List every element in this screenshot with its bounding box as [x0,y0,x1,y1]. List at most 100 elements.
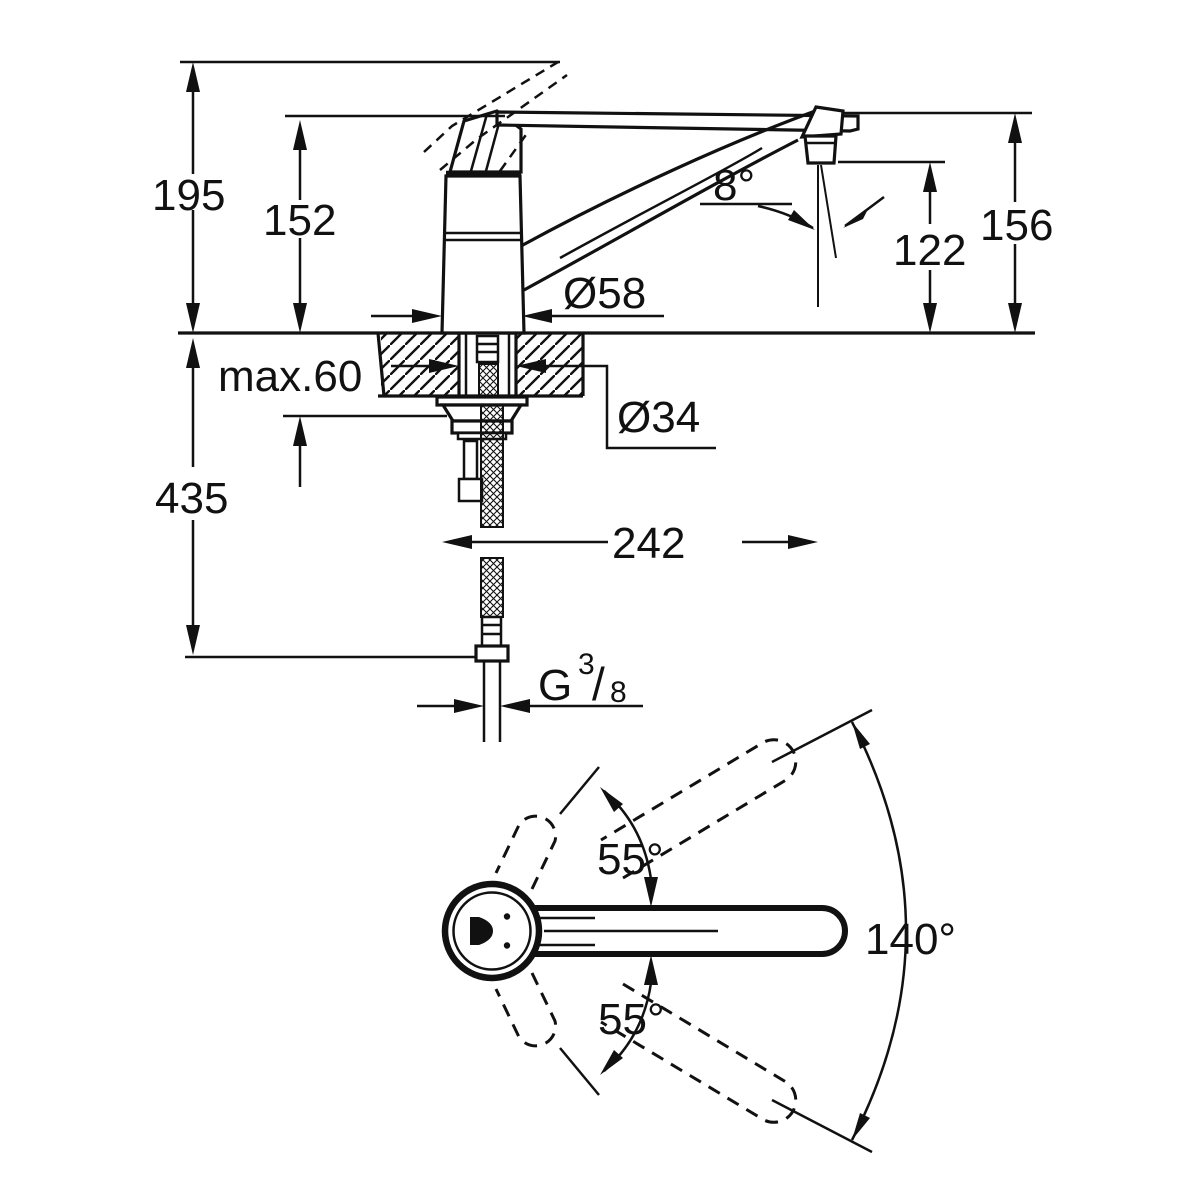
dim-55-upper: 55° [559,766,664,907]
arrow-max60 [293,416,307,446]
arrow-55-upper-in [644,877,658,907]
dim-435: 435 [155,338,476,659]
body-inner-ring [452,891,532,971]
cartridge-marker [470,917,493,945]
arrow-8deg-right [843,207,869,228]
arrow-435-top [186,338,200,368]
threaded-stud [475,334,500,364]
label-d34: Ø34 [617,393,700,442]
handle-raised-ghost [423,60,568,172]
arrow-55-lower-in [644,955,658,985]
arrow-g38-right [500,699,530,713]
arrow-d34-left [429,359,459,373]
arrow-195-bottom [186,303,200,333]
label-g38-den: 8 [610,676,627,709]
arrow-d58-left [412,309,442,323]
arrow-156-bottom [1008,303,1022,333]
label-152: 152 [263,196,336,245]
label-g38-num: 3 [578,648,595,681]
arrow-8deg-left [788,210,815,230]
label-g38-slash: / [592,658,605,710]
label-140: 140° [865,915,956,964]
detail-dot-upper [503,913,511,920]
ghost-spout-lower-left [494,972,558,1048]
arrow-242-left [442,535,472,549]
body-circle-top-view [441,880,718,982]
under-counter-assembly [435,334,529,742]
connection-nut [474,644,510,663]
spout-top-curve [520,108,819,248]
detail-dot-lower [503,942,511,949]
d34-leader [546,364,716,450]
water-stream [817,164,837,307]
hose-in-shank [478,363,499,398]
label-55-lower: 55° [598,995,665,1044]
arrow-195-top [186,62,200,92]
ghost-lever-lower-edge [439,73,568,171]
arrow-d34-right [516,359,546,373]
label-d58: Ø58 [563,269,646,318]
arrow-242-right [788,535,818,549]
faucet-body [440,170,526,335]
spout-bottom-curve [523,138,799,292]
flex-hose-upper [480,404,504,528]
spout [520,105,845,292]
dim-195: 195 [152,60,560,333]
ghost-spout-upper-left [494,814,558,890]
arrow-156-top [1008,113,1022,143]
spout-inner-line [559,146,763,260]
label-435: 435 [155,474,228,523]
dim-140: 140° [771,708,956,1154]
label-242: 242 [612,519,685,568]
dim-d34: Ø34 [391,359,716,450]
arrow-122-top [923,162,937,192]
arrow-d58-right [522,309,552,323]
label-156: 156 [980,201,1053,250]
label-g38-g: G [538,661,572,710]
label-195: 195 [152,171,225,220]
label-8deg: 8° [713,161,755,210]
label-122: 122 [893,226,966,275]
ext-line-140-bottom [771,1098,873,1154]
dim-d58: Ø58 [371,269,664,323]
stream-angle-line [820,164,837,259]
flex-hose-lower [480,557,504,618]
dim-8-degrees: 8° [700,161,885,230]
label-max60: max.60 [218,352,362,401]
handle-lever [495,110,860,133]
arrow-55-lower-out [600,1050,623,1075]
arrow-152-top [293,120,307,150]
body-outline [440,174,526,335]
top-view: 55° 55° 140° [441,708,956,1154]
ghost-dome-edge [498,131,530,172]
dim-152: 152 [263,114,505,333]
arrow-140-top [852,722,870,749]
aerator [803,134,838,165]
ghost-lever-upper-edge [423,60,559,153]
ext-line-55-upper [559,766,600,815]
fixing-rod-foot [457,477,484,503]
arc-140 [850,721,908,1141]
label-55-upper: 55° [597,835,664,884]
handle-dome-slant-1 [469,113,489,172]
fixing-rod [462,439,479,481]
arrow-g38-left [454,699,484,713]
ext-line-55-lower [559,1047,600,1096]
dim-max60: max.60 [218,352,447,487]
arrow-152-bottom [293,303,307,333]
dim-156: 156 [843,111,1053,333]
side-view: 195 152 156 122 [152,60,1053,742]
dim-55-lower: 55° [559,955,665,1096]
dim-g38: G 3 / 8 [417,648,643,713]
arrow-435-bottom [186,625,200,655]
arrow-55-upper-out [600,787,623,812]
dim-122: 122 [838,160,966,333]
counter-left-edge [376,332,386,397]
arrow-140-bottom [852,1113,870,1140]
hose-ferrule [480,615,503,648]
spout-head [799,105,845,139]
dim-242: 242 [442,519,818,568]
arrow-122-bottom [923,303,937,333]
